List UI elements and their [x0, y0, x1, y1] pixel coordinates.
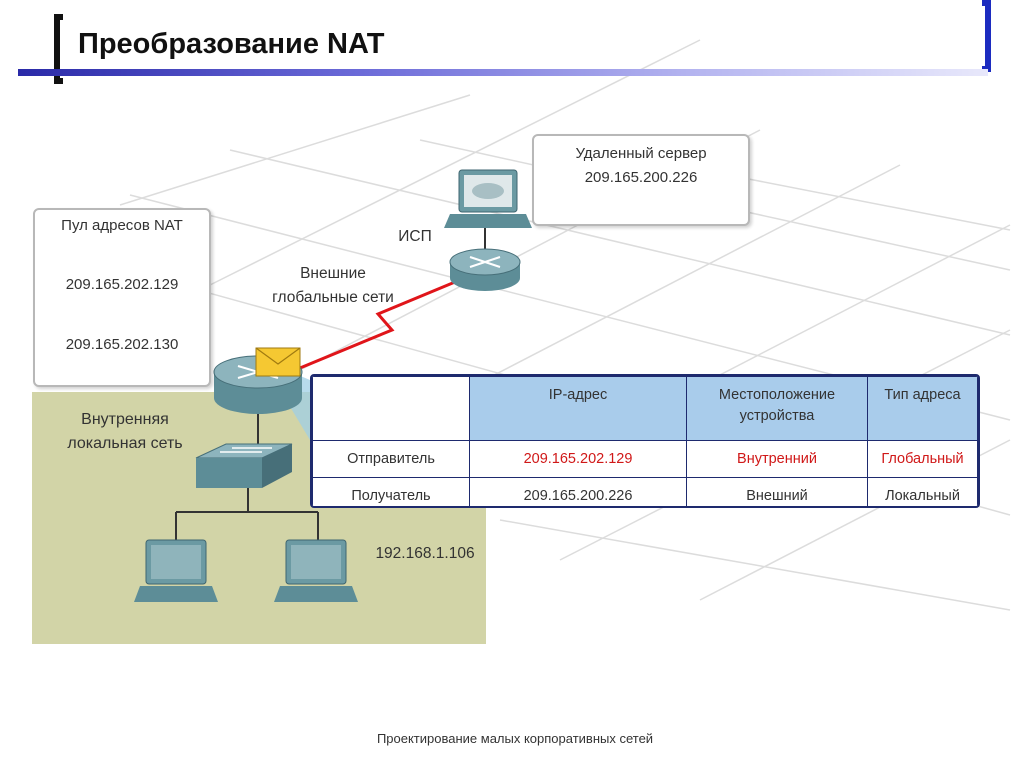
row-type: Локальный	[867, 477, 978, 506]
envelope-icon	[255, 347, 301, 377]
slide-title: Преобразование NAT	[78, 28, 385, 60]
isp-label: ИСП	[398, 228, 432, 245]
table-header-location: Местоположение устройства	[686, 376, 868, 441]
remote-server-box: Удаленный сервер 209.165.200.226	[532, 134, 750, 226]
row-role: Получатель	[312, 477, 470, 506]
lan-label: Внутренняя локальная сеть	[50, 408, 200, 456]
switch-icon	[195, 443, 293, 488]
lan-label-line-1: Внутренняя	[81, 411, 169, 428]
table-header-ip: IP-адрес	[469, 376, 687, 441]
row-role: Отправитель	[312, 440, 470, 478]
footer-text: Проектирование малых корпоративных сетей	[376, 731, 654, 746]
server-icon	[444, 169, 532, 228]
serial-link-icon	[299, 280, 456, 370]
nat-pool-heading: Пул адресов NAT	[61, 217, 183, 234]
table-header-corner	[312, 376, 470, 441]
nat-pool-address-1: 209.165.202.129	[65, 276, 179, 293]
table-header-row: IP-адрес Местоположение устройства Тип а…	[312, 376, 978, 441]
lan-cabling	[175, 410, 319, 540]
table-row: Отправитель 209.165.202.129 Внутренний Г…	[312, 440, 978, 478]
wan-label-line-2: глобальные сети	[272, 289, 394, 306]
title-underline	[18, 69, 988, 76]
nat-pool-box: Пул адресов NAT 209.165.202.129 209.165.…	[33, 208, 211, 387]
nat-pool-address-2: 209.165.202.130	[65, 336, 179, 353]
table-row: Получатель 209.165.200.226 Внешний Локал…	[312, 477, 978, 506]
row-ip: 209.165.202.129	[469, 440, 687, 478]
wan-label-line-1: Внешние	[300, 265, 366, 282]
row-location: Внутренний	[686, 440, 868, 478]
router-icon	[449, 248, 521, 291]
pc-icon	[134, 539, 218, 602]
title-bracket-left	[54, 14, 63, 84]
host-ip-label: 192.168.1.106	[375, 545, 475, 562]
wan-label: Внешние глобальные сети	[248, 262, 418, 310]
lan-label-line-2: локальная сеть	[67, 435, 183, 452]
row-ip: 209.165.200.226	[469, 477, 687, 506]
pc-icon	[274, 539, 358, 602]
row-type: Глобальный	[867, 440, 978, 478]
table-header-type: Тип адреса	[867, 376, 978, 441]
address-table: IP-адрес Местоположение устройства Тип а…	[310, 374, 980, 508]
remote-server-ip: 209.165.200.226	[584, 169, 698, 186]
address-table-grid: IP-адрес Местоположение устройства Тип а…	[312, 376, 978, 506]
row-location: Внешний	[686, 477, 868, 506]
remote-server-name: Удаленный сервер	[575, 145, 707, 162]
